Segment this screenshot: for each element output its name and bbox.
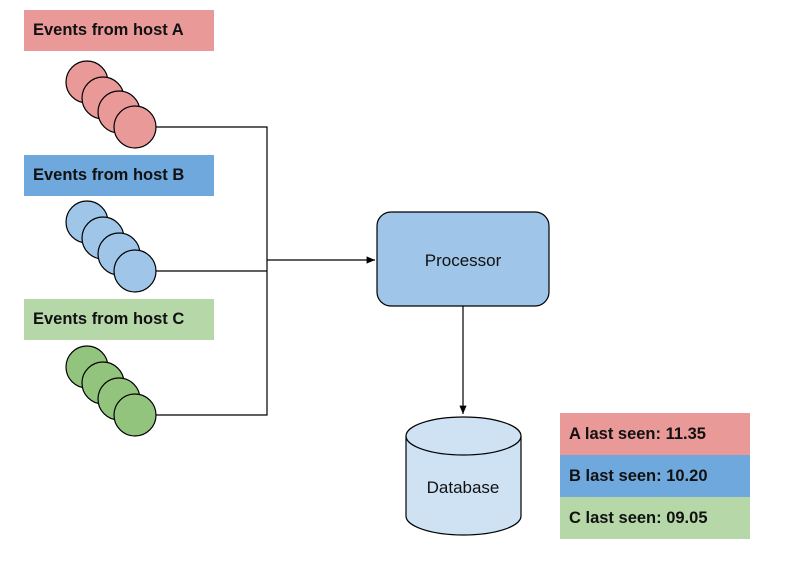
legend-row-a: A last seen: 11.35	[560, 413, 750, 455]
legend-row-c: C last seen: 09.05	[560, 497, 750, 539]
event-circle	[113, 249, 157, 293]
event-stack-b	[65, 200, 157, 293]
database-cylinder	[405, 416, 522, 536]
last-seen-legend: A last seen: 11.35 B last seen: 10.20 C …	[560, 413, 750, 539]
event-circle	[113, 393, 157, 437]
processor-label: Processor	[425, 251, 502, 270]
source-label-c: Events from host C	[24, 299, 214, 340]
database-label: Database	[427, 478, 500, 497]
event-stack-c	[65, 345, 157, 437]
source-label-a: Events from host A	[24, 10, 214, 51]
event-stack-a	[65, 60, 157, 149]
source-label-b: Events from host B	[24, 155, 214, 196]
legend-row-b: B last seen: 10.20	[560, 455, 750, 497]
processor-box	[376, 211, 550, 307]
event-circle	[113, 105, 157, 149]
